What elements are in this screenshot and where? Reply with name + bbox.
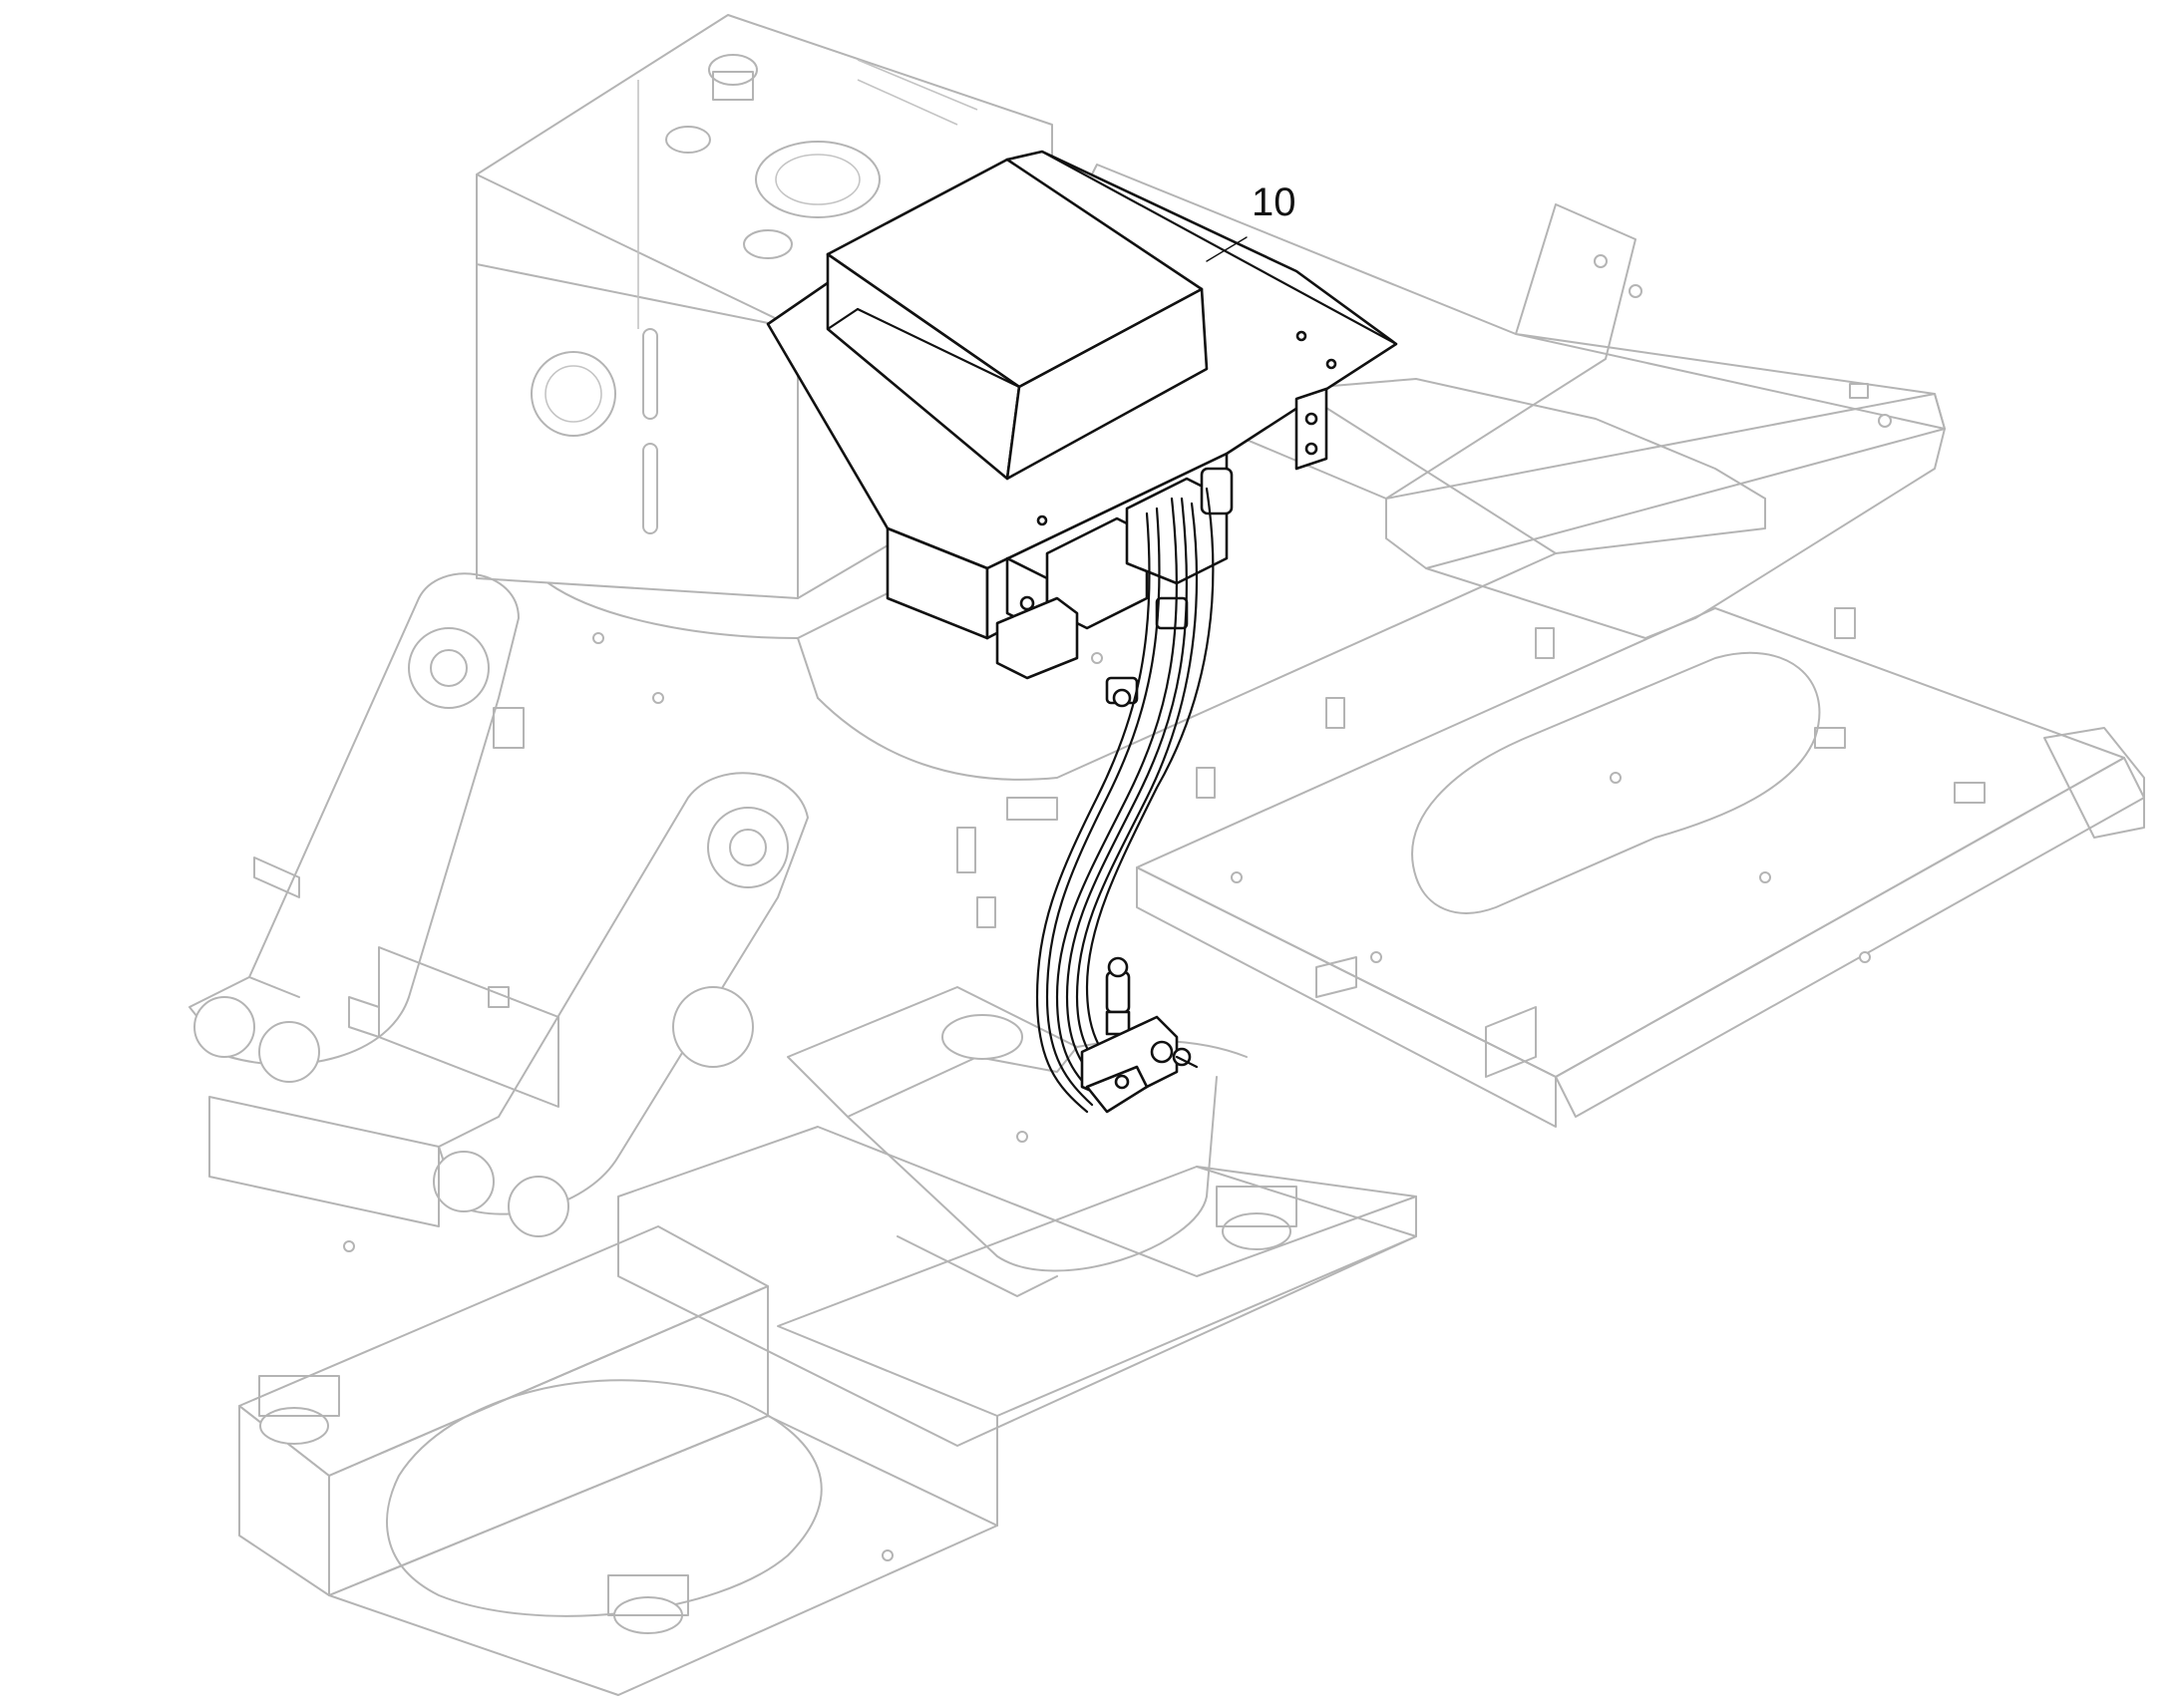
swing-frame-ghost: [238, 1126, 1417, 1696]
callout-leader-line: [1206, 236, 1248, 262]
frame-details-ghost: [343, 607, 1871, 1561]
hydraulic-tank-ghost: [476, 14, 1053, 599]
boom-bracket-left-ghost: [188, 572, 520, 1083]
heater-unit-part: [766, 150, 1398, 1114]
boom-bracket-right-ghost: [433, 772, 809, 1237]
upper-frame-ghost: [188, 14, 2145, 1696]
frame-side-plates-ghost: [208, 856, 559, 1227]
lower-center-frame-ghost: [787, 986, 1248, 1272]
main-rails-ghost: [547, 378, 1766, 781]
callout-label-10: 10: [1252, 180, 1296, 224]
hose-harness: [1035, 487, 1215, 1114]
counterweight-platform-ghost: [1136, 607, 2145, 1128]
hose-end-fittings: [1080, 956, 1199, 1114]
heater-housing: [826, 158, 1209, 481]
